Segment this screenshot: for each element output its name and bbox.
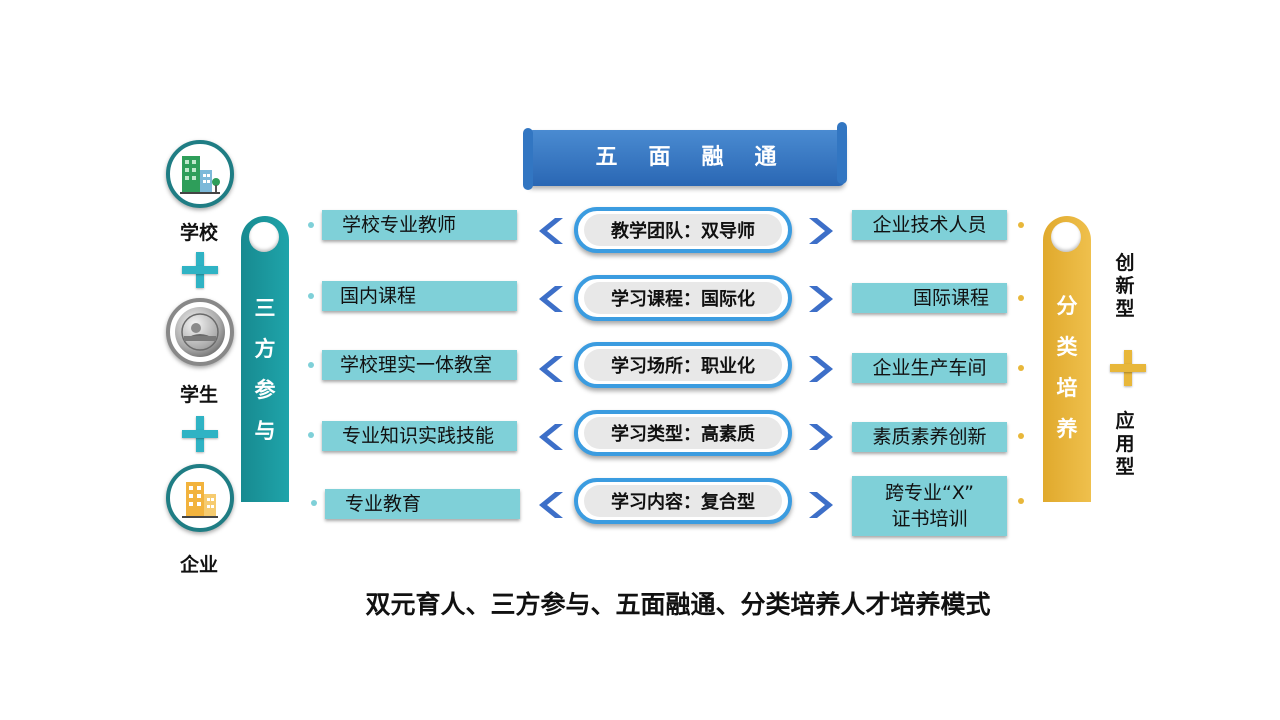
right-item: 企业生产车间 (852, 353, 1007, 383)
plus-icon (182, 252, 218, 288)
right-item-text: 素质素养创新 (872, 426, 987, 448)
bullet-dot (1018, 433, 1024, 439)
right-item: 素质素养创新 (852, 422, 1007, 452)
left-item: 专业教育 (325, 489, 520, 519)
left-item-text: 专业知识实践技能 (342, 425, 495, 447)
right-item-text: 企业生产车间 (872, 357, 987, 379)
banner-curl-left-icon (523, 128, 533, 190)
chevron-left-icon (539, 424, 563, 450)
center-pill: 学习课程：国际化 (574, 275, 792, 321)
entity-label-school: 学校 (179, 222, 218, 244)
right-word-applied: 应 用 型 (1113, 410, 1137, 479)
right-word-char: 型 (1115, 298, 1135, 320)
center-pill-text: 教学团队：双导师 (584, 214, 782, 246)
school-building-icon (180, 156, 220, 194)
right-item-text-line: 证书培训 (891, 508, 968, 530)
bullet-dot (311, 500, 317, 506)
center-pill: 学习内容：复合型 (574, 478, 792, 524)
center-pill-text: 学习课程：国际化 (584, 282, 782, 314)
right-word-char: 用 (1115, 433, 1135, 455)
left-pillar-char: 方 (254, 337, 276, 361)
bullet-dot (308, 362, 314, 368)
enterprise-icon-circle (166, 464, 234, 532)
left-pillar: 三 方 参 与 (241, 216, 289, 502)
left-item-text: 学校专业教师 (342, 214, 457, 236)
left-pillar-char: 参 (254, 378, 276, 402)
center-pill-text: 学习内容：复合型 (584, 485, 782, 517)
enterprise-building-icon (182, 482, 218, 518)
entity-label-student: 学生 (179, 384, 218, 406)
school-icon-circle (166, 140, 234, 208)
left-item: 国内课程 (322, 281, 517, 311)
chevron-left-icon (539, 286, 563, 312)
student-icon-circle (166, 298, 234, 366)
right-word-char: 型 (1115, 456, 1135, 478)
left-item-text: 专业教育 (345, 493, 422, 515)
chevron-left-icon (539, 492, 563, 518)
right-item: 跨专业“X” 证书培训 (852, 476, 1007, 536)
left-item-text: 学校理实一体教室 (340, 354, 493, 376)
chevron-right-icon (809, 218, 833, 244)
right-item-text: 企业技术人员 (872, 214, 987, 236)
right-word-innovative: 创 新 型 (1113, 252, 1137, 321)
right-item: 国际课程 (852, 283, 1007, 313)
right-pillar-char: 类 (1056, 335, 1078, 359)
bullet-dot (1018, 365, 1024, 371)
right-pillar: 分 类 培 养 (1043, 216, 1091, 502)
plus-icon (182, 416, 218, 452)
bullet-dot (1018, 222, 1024, 228)
chevron-right-icon (809, 356, 833, 382)
right-pillar-char: 养 (1056, 417, 1078, 441)
center-pill-text: 学习场所：职业化 (584, 349, 782, 381)
right-word-char: 应 (1115, 410, 1135, 432)
entity-label-enterprise: 企业 (179, 554, 218, 576)
bullet-dot (308, 293, 314, 299)
right-pillar-hole (1051, 222, 1081, 252)
chevron-right-icon (809, 424, 833, 450)
left-pillar-hole (249, 222, 279, 252)
left-item-text: 国内课程 (340, 285, 417, 307)
bullet-dot (308, 222, 314, 228)
left-item: 学校理实一体教室 (322, 350, 517, 380)
center-pill: 学习场所：职业化 (574, 342, 792, 388)
right-word-char: 新 (1115, 275, 1135, 297)
banner-curl-right-icon (837, 122, 847, 184)
right-item-text-line: 跨专业“X” (885, 482, 974, 504)
left-item: 专业知识实践技能 (322, 421, 517, 451)
student-emblem-icon (175, 307, 225, 357)
right-word-char: 创 (1115, 252, 1135, 274)
right-pillar-char: 培 (1056, 376, 1078, 400)
center-pill: 学习类型：高素质 (574, 410, 792, 456)
right-pillar-char: 分 (1056, 294, 1078, 318)
banner-scroll: 五面融通 (523, 122, 847, 190)
right-item: 企业技术人员 (852, 210, 1007, 240)
left-pillar-char: 三 (254, 296, 276, 320)
chevron-left-icon (539, 356, 563, 382)
center-pill-text: 学习类型：高素质 (584, 417, 782, 449)
left-item: 学校专业教师 (322, 210, 517, 240)
plus-icon (1110, 350, 1146, 386)
right-item-text: 国际课程 (912, 287, 989, 309)
chevron-right-icon (809, 492, 833, 518)
bullet-dot (308, 432, 314, 438)
chevron-right-icon (809, 286, 833, 312)
banner-title: 五面融通 (595, 145, 808, 170)
chevron-left-icon (539, 218, 563, 244)
left-pillar-char: 与 (254, 419, 276, 443)
bullet-dot (1018, 295, 1024, 301)
bullet-dot (1018, 498, 1024, 504)
diagram-caption: 双元育人、三方参与、五面融通、分类培养人才培养模式 (365, 590, 991, 619)
center-pill: 教学团队：双导师 (574, 207, 792, 253)
